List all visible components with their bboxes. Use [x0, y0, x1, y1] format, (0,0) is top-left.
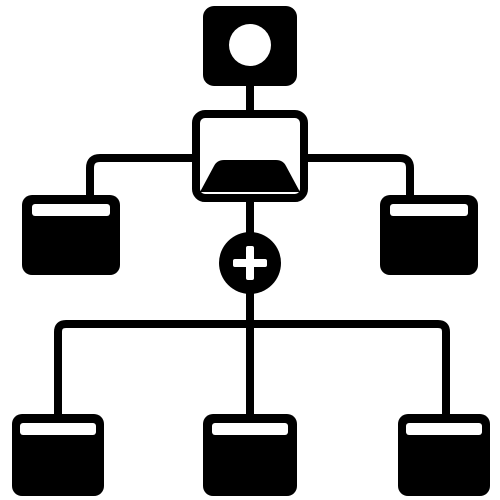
connector-center-to-right	[306, 154, 414, 196]
image-frame-icon	[200, 160, 300, 192]
window-title-bar	[406, 423, 482, 435]
right-window-node	[380, 195, 478, 275]
bottom-middle-window-node	[203, 414, 297, 496]
window-title-bar	[212, 423, 288, 435]
window-title-bar	[32, 204, 110, 216]
center-node	[192, 110, 308, 202]
left-window-node	[22, 195, 120, 275]
connector-lines	[54, 84, 450, 414]
window-title-bar	[20, 423, 96, 435]
bottom-left-window-node	[12, 414, 104, 496]
top-node	[203, 6, 297, 86]
plus-node	[219, 232, 281, 294]
window-title-bar	[390, 204, 468, 216]
connector-bus	[54, 320, 450, 414]
avatar-circle-icon	[229, 24, 271, 66]
connector-center-to-left	[86, 154, 194, 196]
plus-vertical-bar	[246, 246, 254, 280]
bottom-right-window-node	[398, 414, 490, 496]
